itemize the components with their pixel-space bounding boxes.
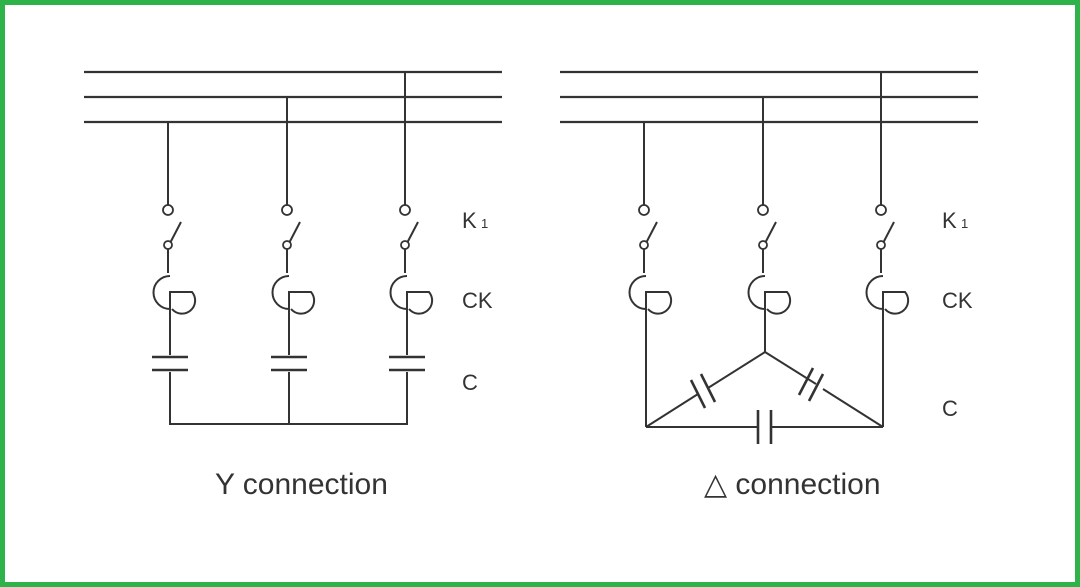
delta-label-c: C [942,396,958,421]
y-connection-diagram: K 1 CK C Y connection [84,70,502,501]
switch-contact-icon [758,240,768,250]
switch-contact-icon [875,204,887,216]
reactor-icon [865,275,910,315]
y-label-ck: CK [462,288,493,313]
switch-contact-icon [638,204,650,216]
y-label-k-sub: 1 [481,216,488,231]
delta-bus-bars [560,70,978,124]
y-branch-1 [152,122,197,424]
reactor-icon [747,275,792,315]
switch-contact-icon [757,204,769,216]
delta-label-k: K [942,208,957,233]
delta-capacitor-network [645,351,884,444]
switch-contact-icon [282,240,292,250]
y-branch-2 [271,97,316,424]
switch-contact-icon [163,240,173,250]
capacitor-plate [689,379,707,409]
reactor-icon [389,275,434,315]
delta-caption: △ connection [704,468,881,501]
y-branch-3 [389,72,434,424]
switch-contact-icon [162,204,174,216]
switch-contact-icon [399,204,411,216]
capacitor-plate [797,367,815,396]
delta-branch-2 [747,97,792,352]
switch-contact-icon [281,204,293,216]
y-caption: Y connection [215,468,388,501]
switch-contact-icon [639,240,649,250]
reactor-icon [152,275,197,315]
y-label-k: K [462,208,477,233]
reactor-icon [271,275,316,315]
delta-label-ck: CK [942,288,973,313]
reactor-icon [628,275,673,315]
y-bus-bars [84,70,502,124]
delta-connection-diagram: K 1 CK C △ connection [560,70,978,501]
switch-contact-icon [400,240,410,250]
delta-branch-1 [628,122,673,427]
switch-contact-icon [876,240,886,250]
delta-label-k-sub: 1 [961,216,968,231]
delta-branch-3 [865,72,910,427]
y-label-c: C [462,370,478,395]
capacitor-plate [807,373,825,402]
